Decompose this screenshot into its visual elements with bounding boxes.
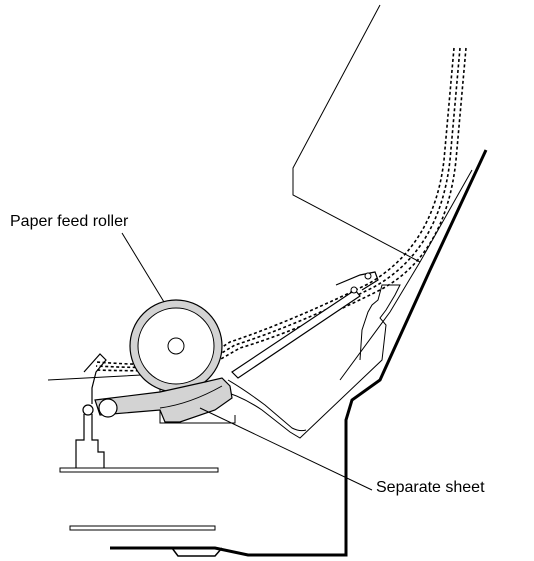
paper-feed-roller-label: Paper feed roller (10, 213, 129, 230)
base-foot (171, 547, 223, 557)
separate-sheet-label: Separate sheet (376, 479, 485, 496)
lower-plate (59, 467, 219, 473)
lever-pin (364, 272, 372, 280)
stopper-hook (83, 353, 107, 404)
roller-shaft (167, 337, 185, 355)
pickup-lever-link (335, 271, 379, 291)
guide-return (227, 379, 307, 432)
chassis-outline (110, 149, 488, 557)
lever-pivot (350, 286, 358, 294)
leader-feed-roller (121, 232, 165, 303)
stopper-post (75, 414, 105, 468)
bottom-plate (69, 525, 216, 531)
upper-cover-outline (292, 4, 421, 263)
separate-sheet (159, 385, 223, 409)
paper-stack (95, 47, 467, 372)
separation-arm (94, 377, 233, 423)
leader-separate-sheet (199, 407, 373, 491)
chassis-inner-edge (339, 169, 473, 381)
pad-spring-guide (217, 284, 401, 439)
arm-pivot (98, 398, 118, 418)
stopper-pin (82, 404, 94, 416)
pickup-lever-arm (231, 289, 361, 379)
